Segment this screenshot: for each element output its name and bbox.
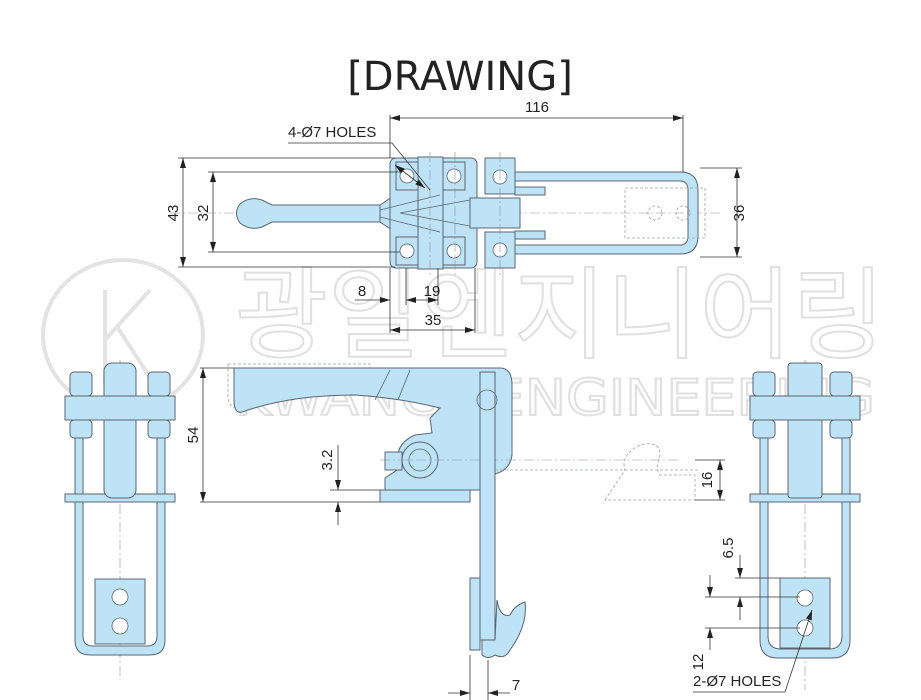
side-base [379, 489, 471, 503]
dim-116: 116 [525, 99, 549, 116]
dim-32: 32 [195, 205, 212, 222]
dim-3-2: 3.2 [319, 450, 336, 471]
dim-19: 19 [424, 283, 441, 300]
top-view: 116 4-Ø7 HOLES 43 32 36 8 19 35 [165, 99, 748, 333]
side-catch-phantom [604, 443, 696, 501]
dim-8: 8 [358, 283, 366, 300]
top-u-bolt [514, 171, 699, 255]
left-lever [103, 362, 137, 499]
dim-12: 12 [690, 654, 707, 671]
right-end-view: 6.5 12 2-Ø7 HOLES [690, 360, 861, 693]
left-end-view [64, 360, 176, 680]
dim-54: 54 [185, 427, 202, 444]
note-4-holes: 4-Ø7 HOLES [288, 124, 376, 141]
note-2-holes: 2-Ø7 HOLES [693, 673, 781, 690]
side-hook-rod [479, 371, 496, 641]
dim-36: 36 [731, 205, 748, 222]
top-handle [236, 198, 381, 229]
dim-6-5: 6.5 [720, 538, 737, 559]
side-lever-body [233, 367, 513, 491]
right-lever [787, 362, 823, 499]
side-view: 54 3.2 16 7 [185, 363, 725, 700]
drawing-title: [DRAWING] [347, 54, 573, 100]
watermark-korean: 광일엔지니어링 [235, 257, 885, 374]
dim-35: 35 [425, 312, 442, 329]
right-catch-plate [779, 577, 831, 649]
dim-7: 7 [512, 677, 520, 694]
side-hook [481, 599, 526, 658]
dim-16: 16 [699, 472, 716, 489]
top-catch-phantom [624, 187, 706, 239]
dim-43: 43 [165, 205, 182, 222]
